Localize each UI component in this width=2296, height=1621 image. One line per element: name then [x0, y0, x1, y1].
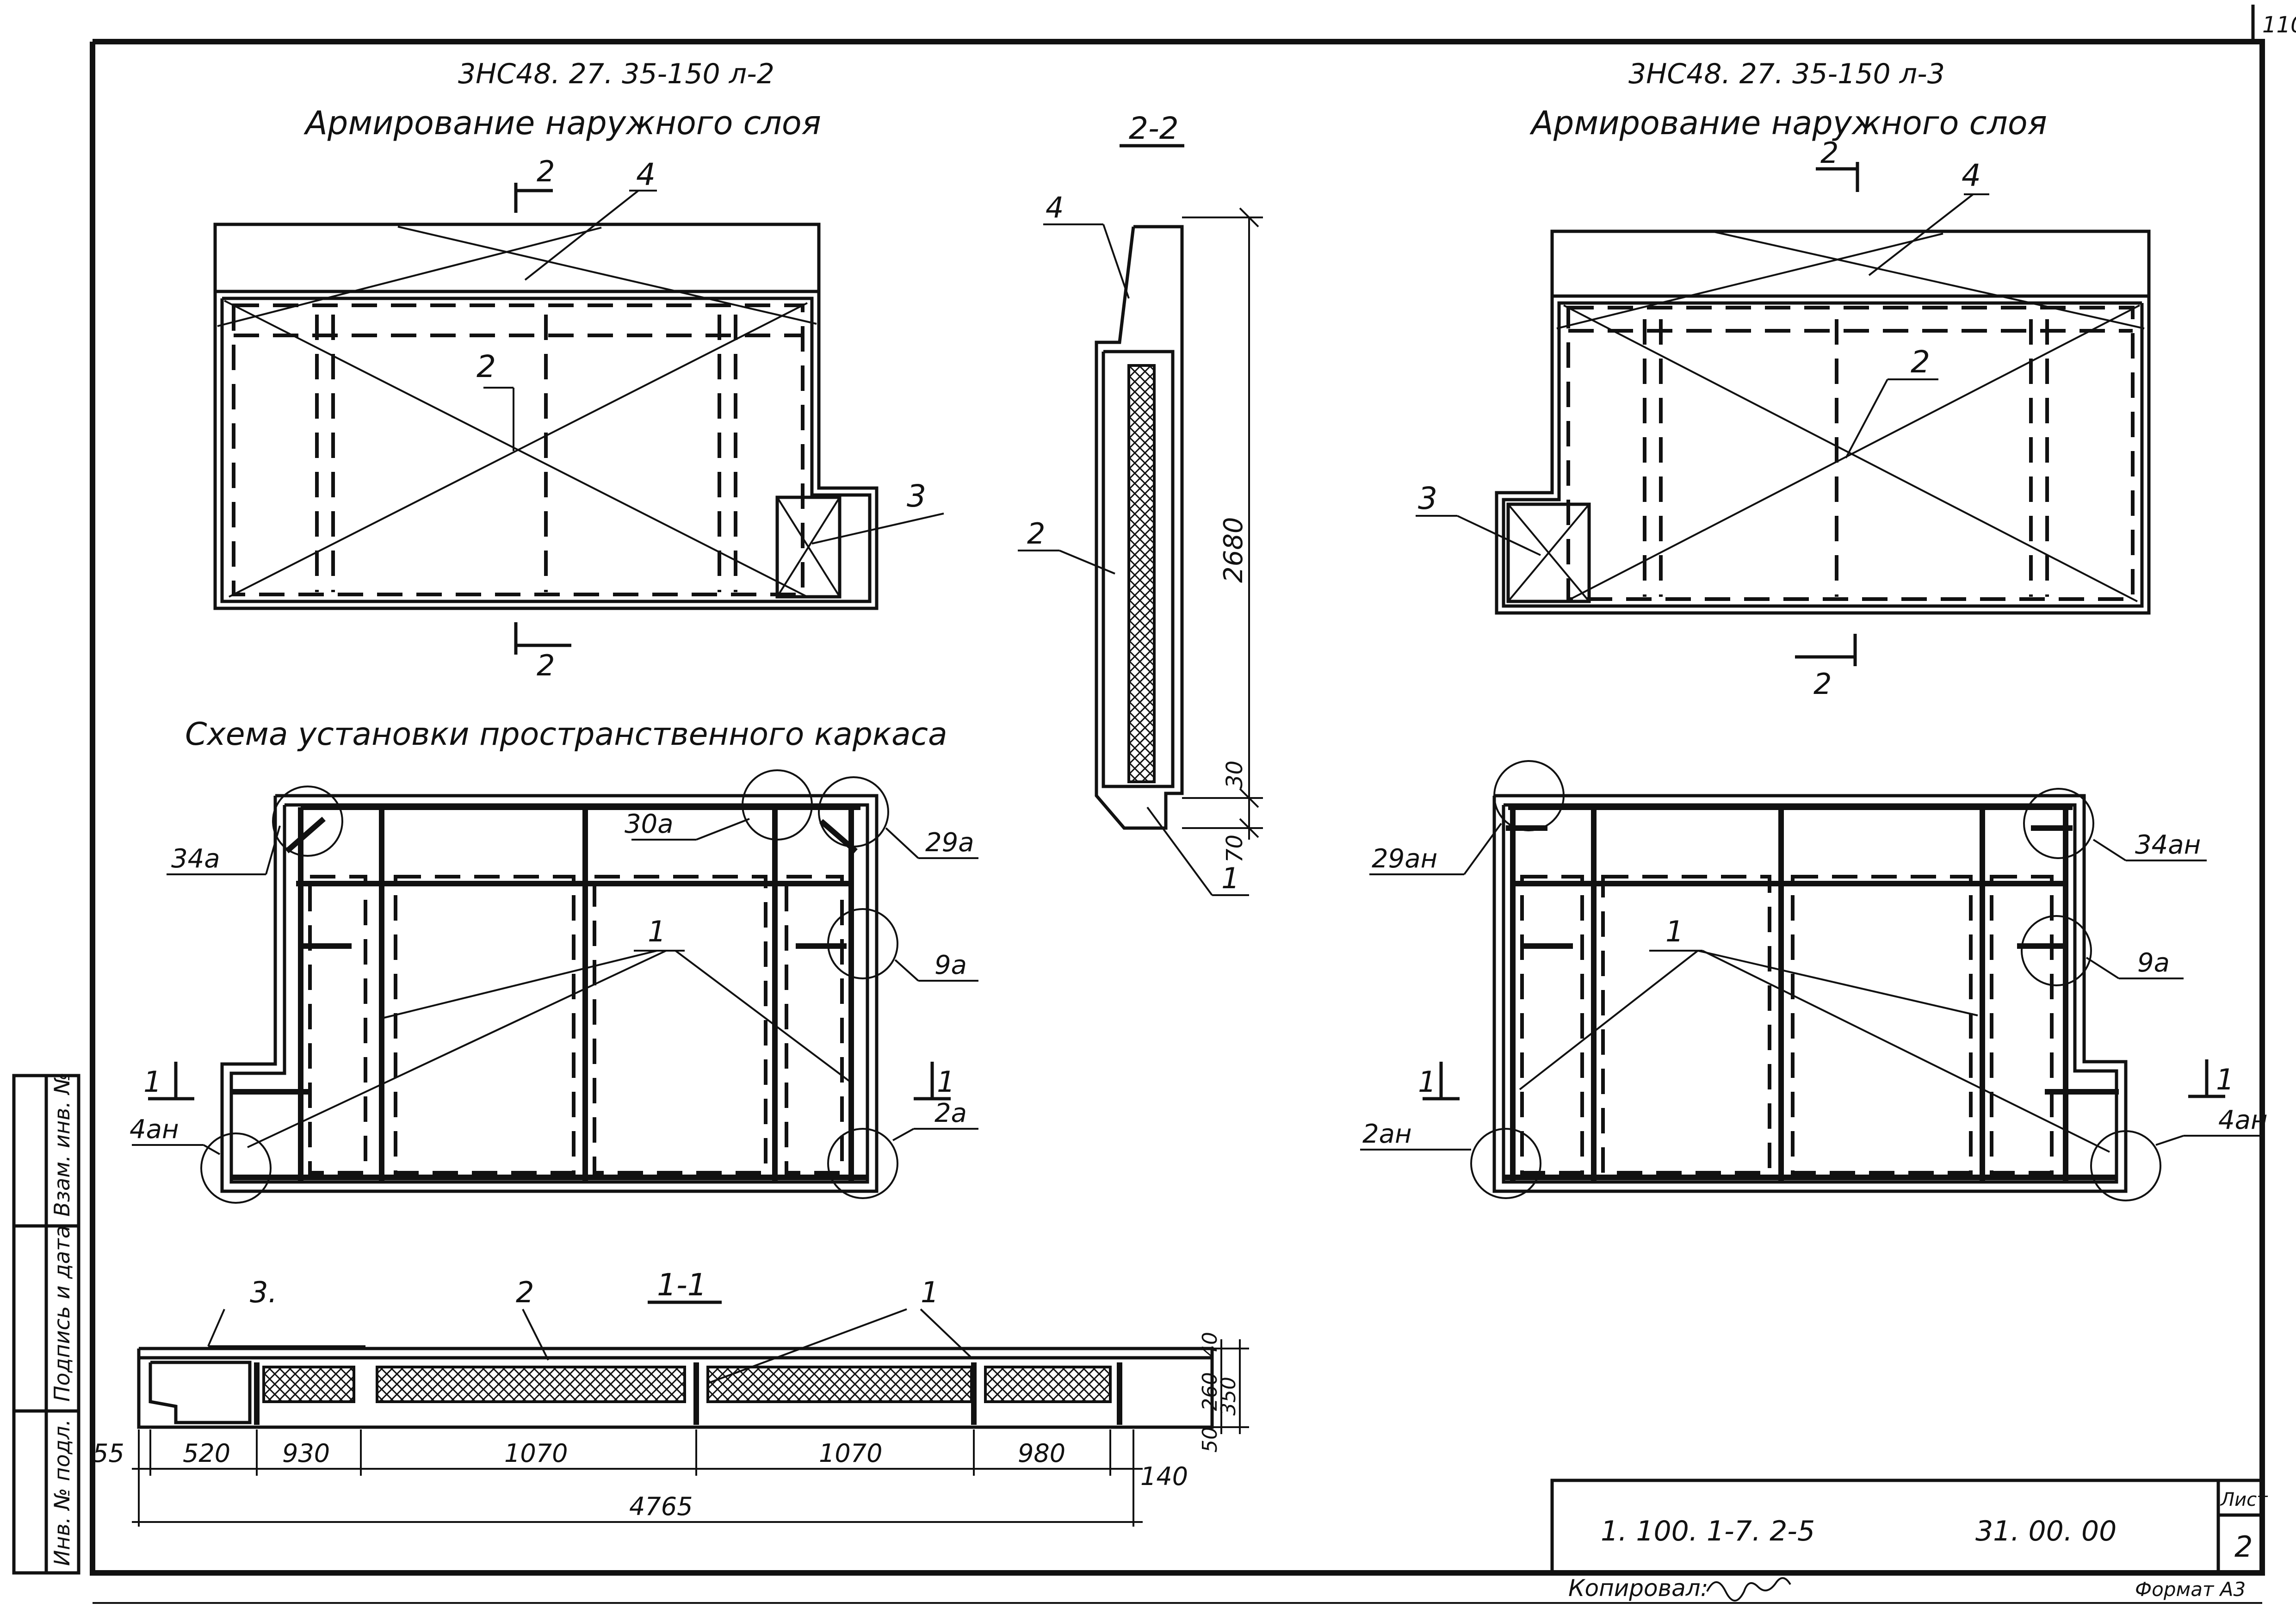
left-callout-34a: 34а: [171, 844, 220, 874]
top-right-cut-label-top: 2: [1820, 136, 1838, 170]
dim-1070-b: 1070: [819, 1439, 882, 1468]
dim-350: 350: [1217, 1377, 1240, 1416]
left-callout-4an: 4ан: [130, 1114, 179, 1145]
top-right-leaders: [1416, 193, 1989, 556]
top-right-panel: [1495, 229, 2151, 615]
top-left-panel: [213, 223, 879, 610]
title-block-number: 31. 00. 00: [1975, 1515, 2117, 1547]
right-cut-label-left: 1: [1418, 1065, 1436, 1099]
side-stamp: [12, 1074, 80, 1575]
left-cut-label-right: 1: [937, 1065, 955, 1099]
left-scheme-panel: [200, 769, 898, 1204]
right-scheme-leaders: [1360, 823, 2262, 1153]
dim-140: 140: [1140, 1462, 1188, 1491]
top-left-mark: 3НС48. 27. 35-150 л-2: [458, 58, 774, 90]
section-2-2-dim-70: 70: [1222, 835, 1248, 863]
right-callout-34an: 34ан: [2135, 830, 2201, 860]
top-left-cut-label-top: 2: [537, 155, 555, 188]
dim-50: 50: [1198, 1427, 1222, 1453]
stamp-signature-date: Подпись и дата: [50, 1225, 74, 1402]
right-callout-9a: 9а: [2137, 948, 2170, 978]
top-right-cut-marks: [1795, 162, 1859, 666]
top-right-leader-3: 3: [1418, 481, 1437, 516]
left-callout-1: 1: [648, 915, 666, 948]
left-scheme-leaders: [132, 818, 978, 1155]
title-block: [1550, 1479, 2264, 1575]
section-1-1-leader-1: 1: [921, 1275, 939, 1309]
footer-copied: Копировал:: [1568, 1575, 1708, 1602]
dim-total-4765: 4765: [629, 1492, 693, 1521]
top-left-cut-label-bottom: 2: [537, 649, 555, 682]
top-left-leader-2: 2: [477, 349, 496, 384]
stamp-inv-original: Инв. № подл.: [50, 1419, 74, 1566]
left-callout-29a: 29а: [925, 828, 974, 858]
top-right-leader-2: 2: [1911, 344, 1930, 380]
section-1-1-profile: [137, 1347, 1214, 1429]
right-callout-2an: 2ан: [1362, 1119, 1412, 1149]
dim-1070-a: 1070: [504, 1439, 568, 1468]
top-left-leader-4: 4: [636, 157, 656, 192]
dim-55: 55: [93, 1439, 124, 1468]
right-callout-29an: 29ан: [1372, 844, 1437, 874]
copyist-signature: [1706, 1577, 1791, 1602]
dim-40: 40: [1198, 1332, 1222, 1358]
top-left-title: Армирование наружного слоя: [303, 104, 821, 142]
right-callout-4an: 4ан: [2218, 1105, 2268, 1135]
section-2-2-leaders: [1018, 223, 1249, 896]
title-block-sheet-no: 2: [2234, 1530, 2253, 1564]
section-1-1-dimension-lines: [132, 1339, 1249, 1527]
dim-930: 930: [282, 1439, 330, 1468]
right-callout-1: 1: [1665, 915, 1683, 948]
section-1-1-leader-2: 2: [516, 1275, 534, 1309]
section-2-2-leader-1: 1: [1221, 861, 1239, 895]
top-left-leaders: [483, 190, 944, 544]
section-1-1-title: 1-1: [657, 1267, 707, 1303]
section-2-2-title: 2-2: [1129, 111, 1179, 146]
section-2-2-leader-4: 4: [1046, 191, 1064, 224]
right-cut-label-right: 1: [2216, 1063, 2234, 1096]
top-left-cut-marks: [514, 183, 571, 655]
left-callout-9a: 9а: [934, 950, 967, 980]
dim-260: 260: [1198, 1372, 1222, 1411]
dim-520: 520: [183, 1439, 230, 1468]
section-2-2-dim-2680: 2680: [1219, 517, 1249, 583]
section-2-2-leader-2: 2: [1027, 517, 1045, 551]
title-block-code: 1. 100. 1-7. 2-5: [1601, 1515, 1815, 1547]
top-right-title: Армирование наружного слоя: [1529, 104, 2047, 142]
page-number: 110: [2262, 12, 2296, 38]
stamp-replaced-inv: Взам. инв. №: [50, 1072, 74, 1217]
top-right-cut-label-bottom: 2: [1813, 667, 1832, 701]
section-1-1-leaders: [207, 1308, 972, 1384]
right-scheme-panel: [1470, 760, 2161, 1201]
left-callout-2a: 2а: [934, 1098, 967, 1128]
top-right-mark: 3НС48. 27. 35-150 л-3: [1628, 58, 1945, 90]
section-1-1-leader-3: 3.: [250, 1275, 277, 1309]
footer-format: Формат А3: [2135, 1578, 2246, 1601]
top-right-leader-4: 4: [1962, 158, 1981, 193]
dim-980: 980: [1018, 1439, 1065, 1468]
left-callout-30a: 30а: [625, 809, 674, 839]
left-cut-label-left: 1: [143, 1065, 161, 1099]
top-left-leader-3: 3: [907, 478, 926, 514]
title-block-sheet-label: Лист: [2220, 1489, 2268, 1510]
scheme-title: Схема установки пространственного каркас…: [185, 716, 947, 753]
section-2-2-dim-30: 30: [1222, 761, 1248, 789]
section-2-2-profile: [1095, 207, 1263, 840]
